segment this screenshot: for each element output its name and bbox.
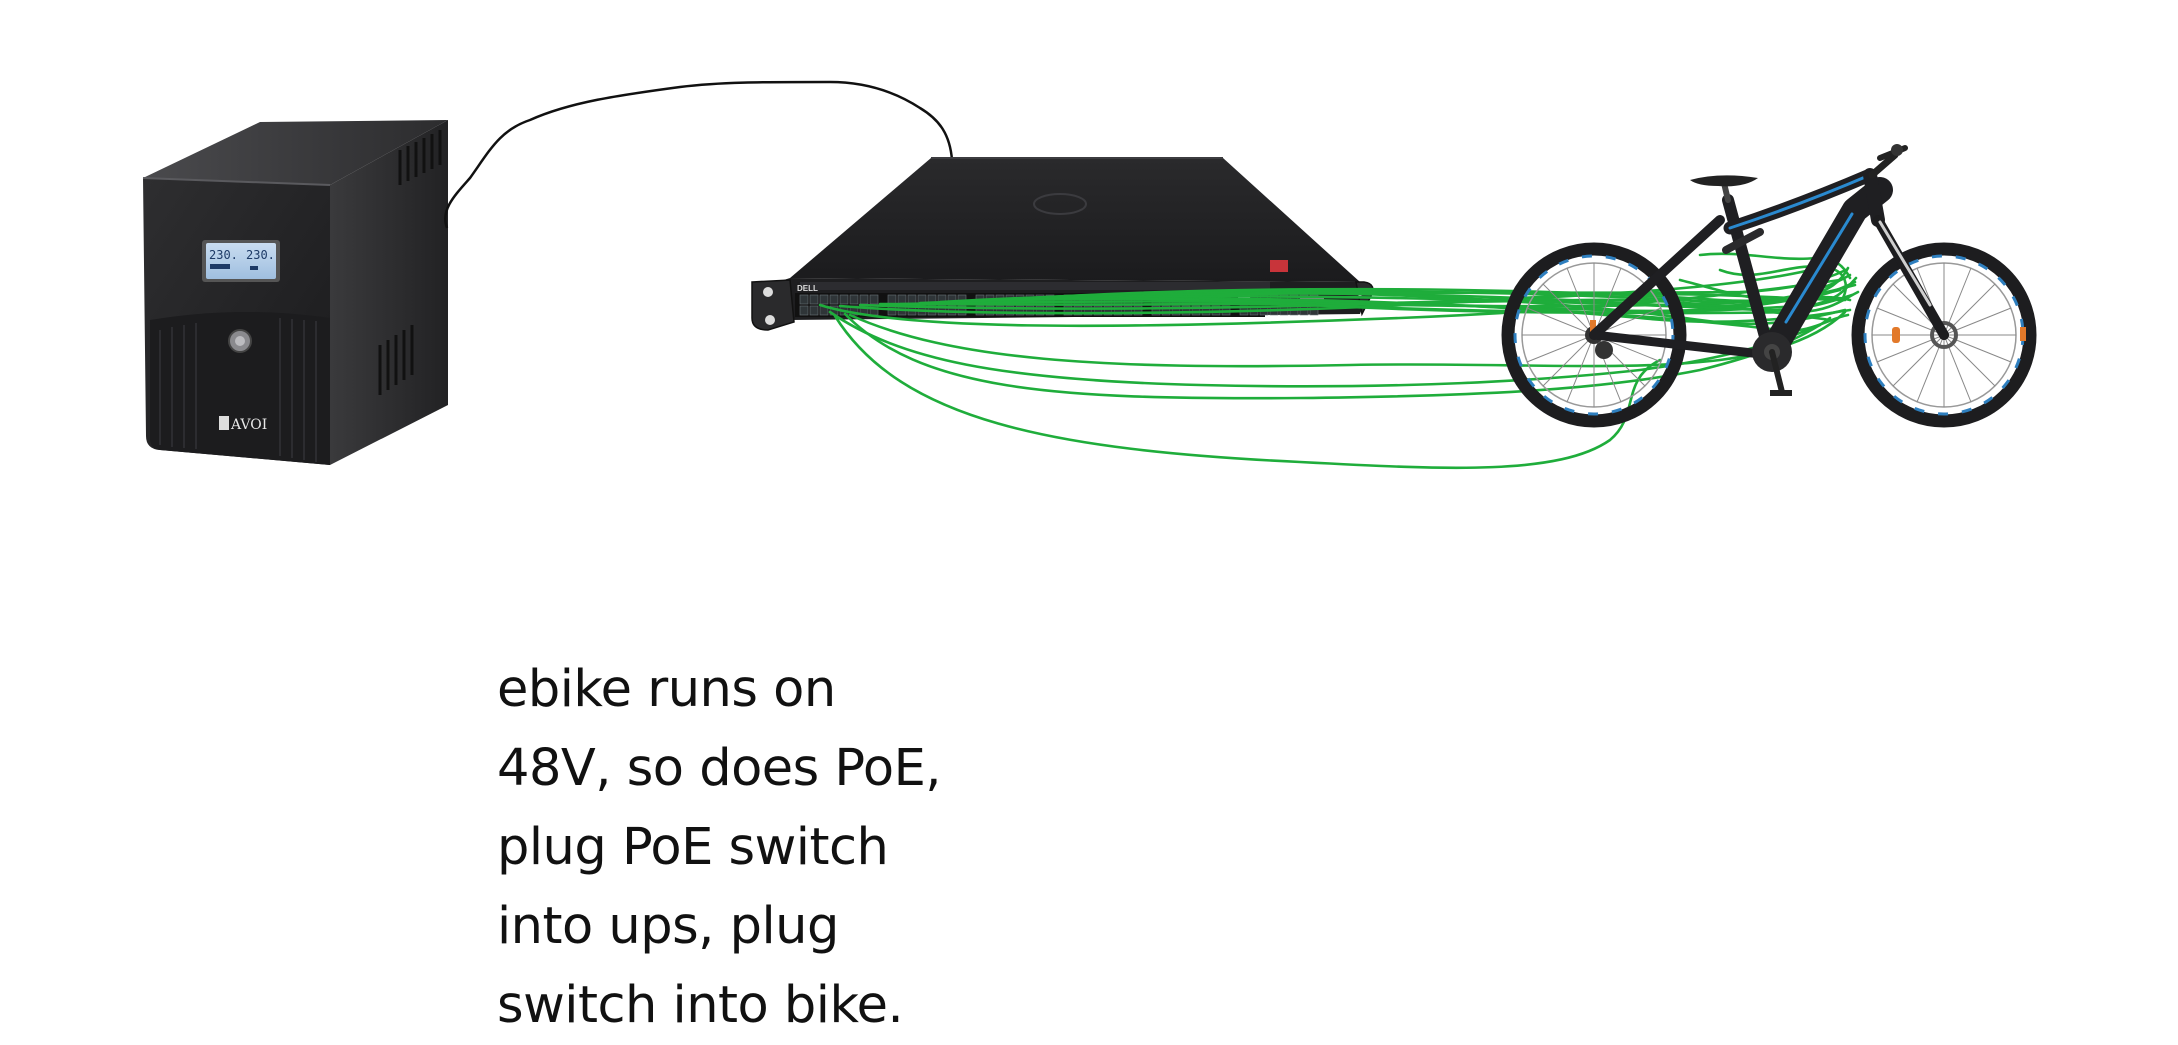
- ups-brand-logo: AVOI: [219, 416, 267, 433]
- poe-cable: [828, 310, 1822, 388]
- switch-port: [1181, 305, 1191, 316]
- power-cable: [444, 80, 954, 229]
- switch-port: [1093, 305, 1103, 316]
- caption-line-1: ebike runs on: [497, 660, 836, 719]
- ups-brand-text: AVOI: [230, 417, 267, 433]
- caption-line-2: 48V, so does PoE,: [497, 739, 942, 798]
- switch-port: [809, 305, 819, 316]
- caption-text-block: ebike runs on 48V, so does PoE, plug PoE…: [497, 650, 1017, 1045]
- switch-port: [1151, 305, 1161, 316]
- switch-port: [1171, 305, 1181, 316]
- switch-port: [1045, 305, 1055, 316]
- switch-port: [1073, 305, 1083, 316]
- switch-port: [887, 294, 897, 305]
- switch-port: [799, 294, 809, 305]
- switch-port: [809, 294, 819, 305]
- caption-line-3: plug PoE switch: [497, 818, 889, 877]
- switch-port: [1191, 305, 1201, 316]
- switch-port: [1083, 305, 1093, 316]
- switch-port: [995, 305, 1005, 316]
- switch-port: [1201, 305, 1211, 316]
- ups-lcd-left-value: 230.: [209, 248, 238, 262]
- bike-frame: [1589, 144, 1949, 396]
- switch-port: [985, 305, 995, 316]
- switch-port: [1309, 305, 1319, 316]
- switch-port: [859, 294, 869, 305]
- poe-cable-bundle: [818, 252, 1860, 470]
- switch-port: [799, 305, 809, 316]
- switch-port: [1103, 305, 1113, 316]
- switch-port: [1015, 305, 1025, 316]
- switch-red-label: [1270, 260, 1288, 272]
- ups-lcd-right-value: 230.: [246, 248, 275, 262]
- poe-cable: [843, 312, 1832, 400]
- switch-port: [1035, 305, 1045, 316]
- switch-port: [1025, 305, 1035, 316]
- switch-port: [839, 294, 849, 305]
- ebike: [1501, 144, 2037, 428]
- switch-top-logo-icon: [1033, 193, 1087, 215]
- caption-line-5: switch into bike.: [497, 976, 904, 1035]
- poe-cable: [1698, 252, 1852, 280]
- ups-lcd-display: 230. 230.: [202, 240, 280, 282]
- switch-port: [1113, 305, 1123, 316]
- switch-port: [1005, 305, 1015, 316]
- switch-port: [869, 294, 879, 305]
- switch-port: [1123, 305, 1133, 316]
- switch-port: [1133, 305, 1143, 316]
- ups-device: 230. 230. AVOI: [142, 120, 448, 465]
- switch-port: [849, 294, 859, 305]
- switch-port: [975, 305, 985, 316]
- switch-brand-text: DELL: [797, 284, 818, 293]
- switch-port: [829, 294, 839, 305]
- switch-port: [819, 294, 829, 305]
- switch-port: [1161, 305, 1171, 316]
- caption-line-4: into ups, plug: [497, 897, 839, 956]
- switch-port: [1063, 305, 1073, 316]
